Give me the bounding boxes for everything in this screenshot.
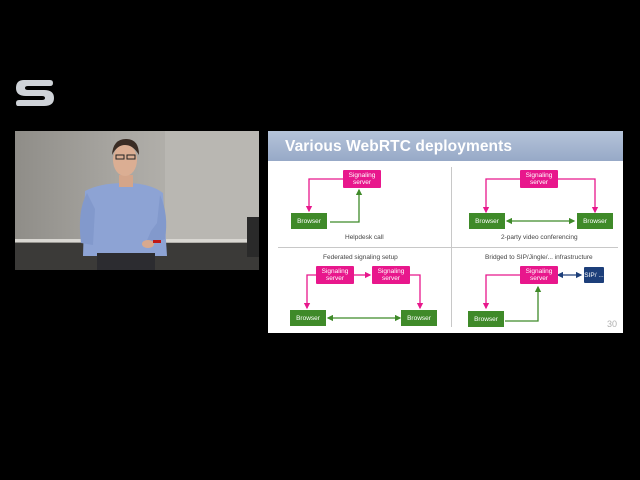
speaker-video bbox=[15, 131, 259, 270]
signaling-server-box: Signaling server bbox=[343, 170, 381, 188]
caption-bridged: Bridged to SIP/Jingle/... infrastructure bbox=[485, 254, 593, 261]
signaling-server-box: Signaling server bbox=[316, 266, 354, 284]
browser-box: Browser bbox=[577, 213, 613, 229]
browser-box: Browser bbox=[401, 310, 437, 326]
browser-box: Browser bbox=[468, 311, 504, 327]
presentation-slide: Various WebRTC deployments bbox=[268, 131, 623, 333]
browser-box: Browser bbox=[290, 310, 326, 326]
sip-box: SIP/ ... bbox=[584, 267, 604, 283]
quadrant-divider-horizontal bbox=[278, 247, 618, 248]
caption-federated: Federated signaling setup bbox=[323, 254, 398, 261]
slide-title-bar bbox=[268, 131, 623, 161]
browser-box: Browser bbox=[469, 213, 505, 229]
door bbox=[247, 217, 259, 257]
signaling-server-box: Signaling server bbox=[520, 266, 558, 284]
slide-title: Various WebRTC deployments bbox=[285, 138, 513, 155]
browser-box: Browser bbox=[291, 213, 327, 229]
slide-page-number: 30 bbox=[606, 319, 617, 329]
connection-arrows bbox=[303, 178, 599, 322]
signaling-server-box: Signaling server bbox=[520, 170, 558, 188]
caption-two-party: 2-party video conferencing bbox=[501, 234, 578, 241]
signaling-server-box: Signaling server bbox=[372, 266, 410, 284]
brand-logo bbox=[14, 76, 56, 112]
caption-helpdesk: Helpdesk call bbox=[345, 234, 384, 241]
speaker-figure bbox=[79, 139, 167, 270]
wall-panel bbox=[165, 131, 259, 239]
